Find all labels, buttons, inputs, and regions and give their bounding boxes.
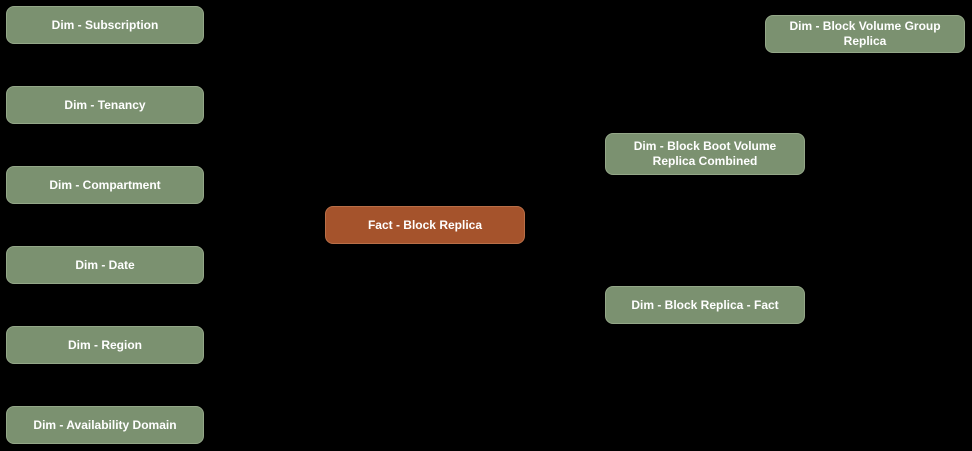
node-label: Dim - Date (75, 257, 135, 272)
node-label: Dim - Block Boot Volume Replica Combined (633, 139, 777, 168)
node-label: Dim - Block Replica - Fact (631, 297, 779, 312)
node-dim-compartment[interactable]: Dim - Compartment (6, 166, 204, 204)
node-label: Fact - Block Replica (367, 217, 483, 232)
node-label: Dim - Region (68, 337, 142, 352)
node-label: Dim - Tenancy (64, 97, 146, 112)
node-dim-block-replica-fact[interactable]: Dim - Block Replica - Fact (605, 286, 805, 324)
node-dim-region[interactable]: Dim - Region (6, 326, 204, 364)
node-label: Dim - Compartment (49, 177, 161, 192)
node-fact-block-replica[interactable]: Fact - Block Replica (325, 206, 525, 244)
node-dim-subscription[interactable]: Dim - Subscription (6, 6, 204, 44)
node-label: Dim - Subscription (51, 17, 159, 32)
node-dim-availability-domain[interactable]: Dim - Availability Domain (6, 406, 204, 444)
node-dim-tenancy[interactable]: Dim - Tenancy (6, 86, 204, 124)
node-label: Dim - Block Volume Group Replica (789, 19, 941, 48)
node-dim-date[interactable]: Dim - Date (6, 246, 204, 284)
node-dim-block-volume-group-replica[interactable]: Dim - Block Volume Group Replica (765, 15, 965, 53)
node-dim-block-boot-volume-replica-combined[interactable]: Dim - Block Boot Volume Replica Combined (605, 133, 805, 175)
node-label: Dim - Availability Domain (33, 417, 177, 432)
